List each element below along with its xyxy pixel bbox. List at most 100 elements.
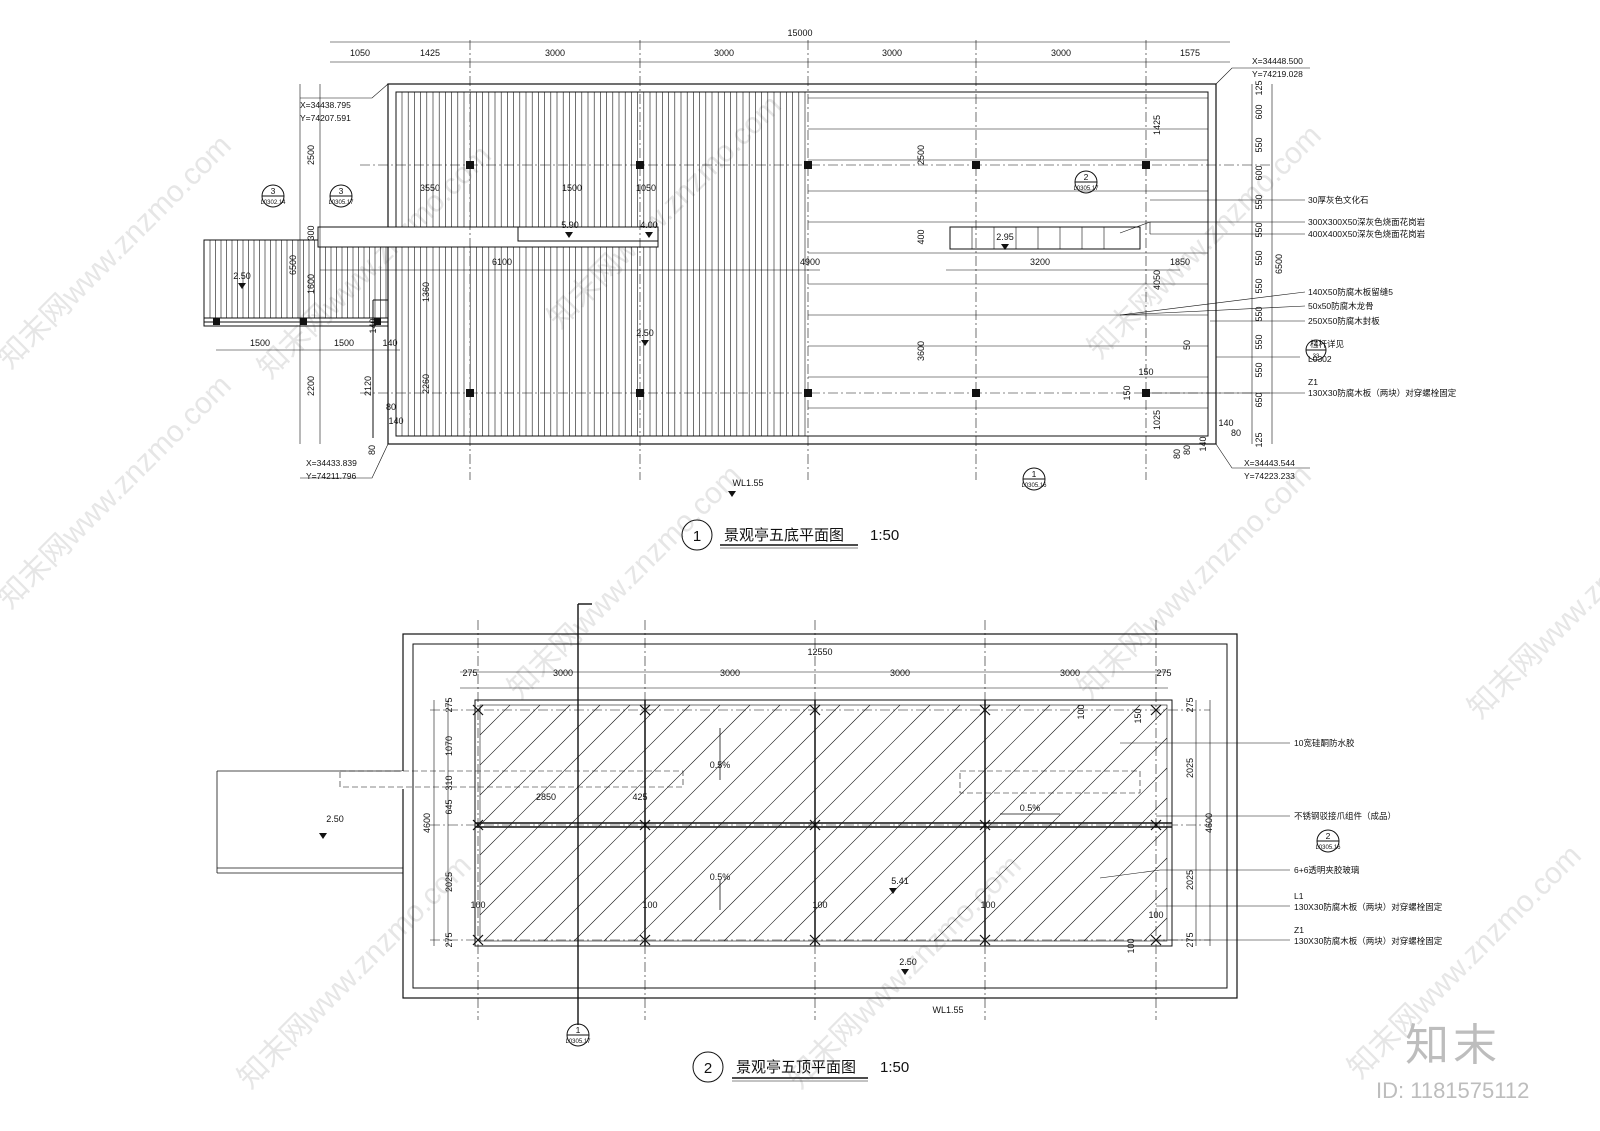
dim: 80 xyxy=(367,445,377,455)
drawing-index-circle xyxy=(681,519,713,551)
annotation: 140X50防腐木板留缝5 xyxy=(1308,287,1393,297)
dim-right: 275 xyxy=(1185,932,1195,947)
dim: 1050 xyxy=(636,183,656,193)
slope-label: 0.5% xyxy=(710,872,731,882)
watermark-text: 知末网www.znzmo.com xyxy=(542,89,788,335)
dim-top: 3000 xyxy=(714,48,734,58)
coord-y: Y=74223.233 xyxy=(1244,471,1295,481)
dim: 100 xyxy=(812,900,827,910)
dim-right: 275 xyxy=(1185,697,1195,712)
dim: 3550 xyxy=(420,183,440,193)
dim-top: 1575 xyxy=(1180,48,1200,58)
dim-left: 275 xyxy=(444,932,454,947)
coord-x: X=34448.500 xyxy=(1252,56,1303,66)
dim: 2500 xyxy=(306,145,316,165)
column-markers xyxy=(213,161,1150,397)
dim: 50 xyxy=(1182,340,1192,350)
annotation: Z1 xyxy=(1308,377,1318,387)
dim: 100 xyxy=(1126,938,1136,953)
section-sheet: L0305.17 xyxy=(1073,186,1099,192)
dim-left-total: 4600 xyxy=(422,813,432,833)
dim-right: 550 xyxy=(1254,250,1264,265)
annotation: 130X30防腐木板（两块）对穿螺栓固定 xyxy=(1308,388,1457,398)
annotation: 130X30防腐木板（两块）对穿螺栓固定 xyxy=(1294,902,1443,912)
level-label: 5.41 xyxy=(891,876,909,886)
dim: 150 xyxy=(1138,367,1153,377)
dim: 1850 xyxy=(1170,257,1190,267)
section-num: 3 xyxy=(271,186,276,196)
dim-right-total: 6500 xyxy=(1274,254,1284,274)
annotation: 30厚灰色文化石 xyxy=(1308,195,1368,205)
brand-logo-text: 知末 xyxy=(1405,1021,1501,1070)
annotation: 栏杆详见 xyxy=(1310,339,1345,349)
annotation: 250X50防腐木封板 xyxy=(1308,316,1380,326)
coord-x: X=34443.544 xyxy=(1244,458,1295,468)
dim: 100 xyxy=(642,900,657,910)
drawing-title: 景观亭五底平面图 xyxy=(724,526,844,544)
dim: 1425 xyxy=(1152,115,1162,135)
dim: 100 xyxy=(1148,910,1163,920)
annotation: 50x50防腐木龙骨 xyxy=(1308,301,1374,311)
section-sheet: L0305.16 xyxy=(1021,483,1047,489)
deck-planks-horizontal xyxy=(808,97,1208,409)
dim: 2260 xyxy=(421,374,431,394)
dim-top: 1425 xyxy=(420,48,440,58)
dim: 1500 xyxy=(250,338,270,348)
dim-right: 550 xyxy=(1254,137,1264,152)
dim-right-total: 4600 xyxy=(1204,813,1214,833)
level-label: 2.50 xyxy=(899,957,917,967)
dim: 140 xyxy=(388,416,403,426)
dim-left: 275 xyxy=(444,697,454,712)
dim: 140 xyxy=(1218,418,1233,428)
section-num: 1 xyxy=(576,1025,581,1035)
platform-inner-edge xyxy=(395,91,1209,437)
roof-plan xyxy=(216,603,1340,1083)
detail-callout-sheet: 33 xyxy=(1313,354,1320,360)
dim-top: 1050 xyxy=(350,48,370,58)
dim-right: 550 xyxy=(1254,278,1264,293)
watermark-text: 知末网www.znzmo.com xyxy=(0,369,238,615)
dim-top: 3000 xyxy=(1060,668,1080,678)
dim-top: 3000 xyxy=(1051,48,1071,58)
annotation: 400X400X50深灰色烧面花岗岩 xyxy=(1308,229,1426,239)
dim-right: 550 xyxy=(1254,222,1264,237)
drawing-index-circle xyxy=(692,1051,724,1083)
annotation: 不锈钢驳接爪组件（成品） xyxy=(1294,811,1396,821)
dim: 4900 xyxy=(800,257,820,267)
glass-hatch xyxy=(479,704,1168,942)
dim: 4050 xyxy=(1152,270,1162,290)
watermark-text: 知末网www.znzmo.com xyxy=(0,129,238,375)
drawing-index: 2 xyxy=(704,1060,712,1077)
dim: 80 xyxy=(1172,449,1182,459)
level-label: 2.50 xyxy=(636,328,654,338)
dim: 1500 xyxy=(334,338,354,348)
dim-top: 3000 xyxy=(882,48,902,58)
dim: 2120 xyxy=(363,376,373,396)
boardwalk xyxy=(203,239,389,327)
dim-right: 125 xyxy=(1254,80,1264,95)
dim: 300 xyxy=(306,225,316,240)
watermark-text: 知末网www.znzmo.com xyxy=(1462,479,1600,725)
coord-y: Y=74207.591 xyxy=(300,113,351,123)
dim: 425 xyxy=(632,792,647,802)
base-plan xyxy=(203,40,1327,551)
detail-callout-num: 4 xyxy=(1314,339,1319,349)
water-level-label: WL1.55 xyxy=(732,478,763,488)
dim: 3600 xyxy=(916,341,926,361)
roof-plan-labels: 12550 275 3000 3000 3000 3000 275 275 10… xyxy=(326,647,1443,1077)
dim: 80 xyxy=(386,402,396,412)
drawing-scale: 1:50 xyxy=(880,1059,909,1076)
section-sheet: L0302.14 xyxy=(260,200,286,206)
dim: 6500 xyxy=(288,255,298,275)
drawing-scale: 1:50 xyxy=(870,527,899,544)
drawing-title: 景观亭五顶平面图 xyxy=(736,1058,856,1076)
dim: 80 xyxy=(1182,445,1192,455)
dim: 140 xyxy=(1198,436,1208,451)
dim-total: 12550 xyxy=(807,647,832,657)
dim-right: 650 xyxy=(1254,392,1264,407)
annotation: 6+6透明夹胶玻璃 xyxy=(1294,865,1360,875)
base-plan-labels: 15000 1050 1425 3000 3000 3000 3000 1575… xyxy=(233,28,1457,545)
slope-label: 0.5% xyxy=(710,760,731,770)
dim: 150 xyxy=(1133,708,1143,723)
